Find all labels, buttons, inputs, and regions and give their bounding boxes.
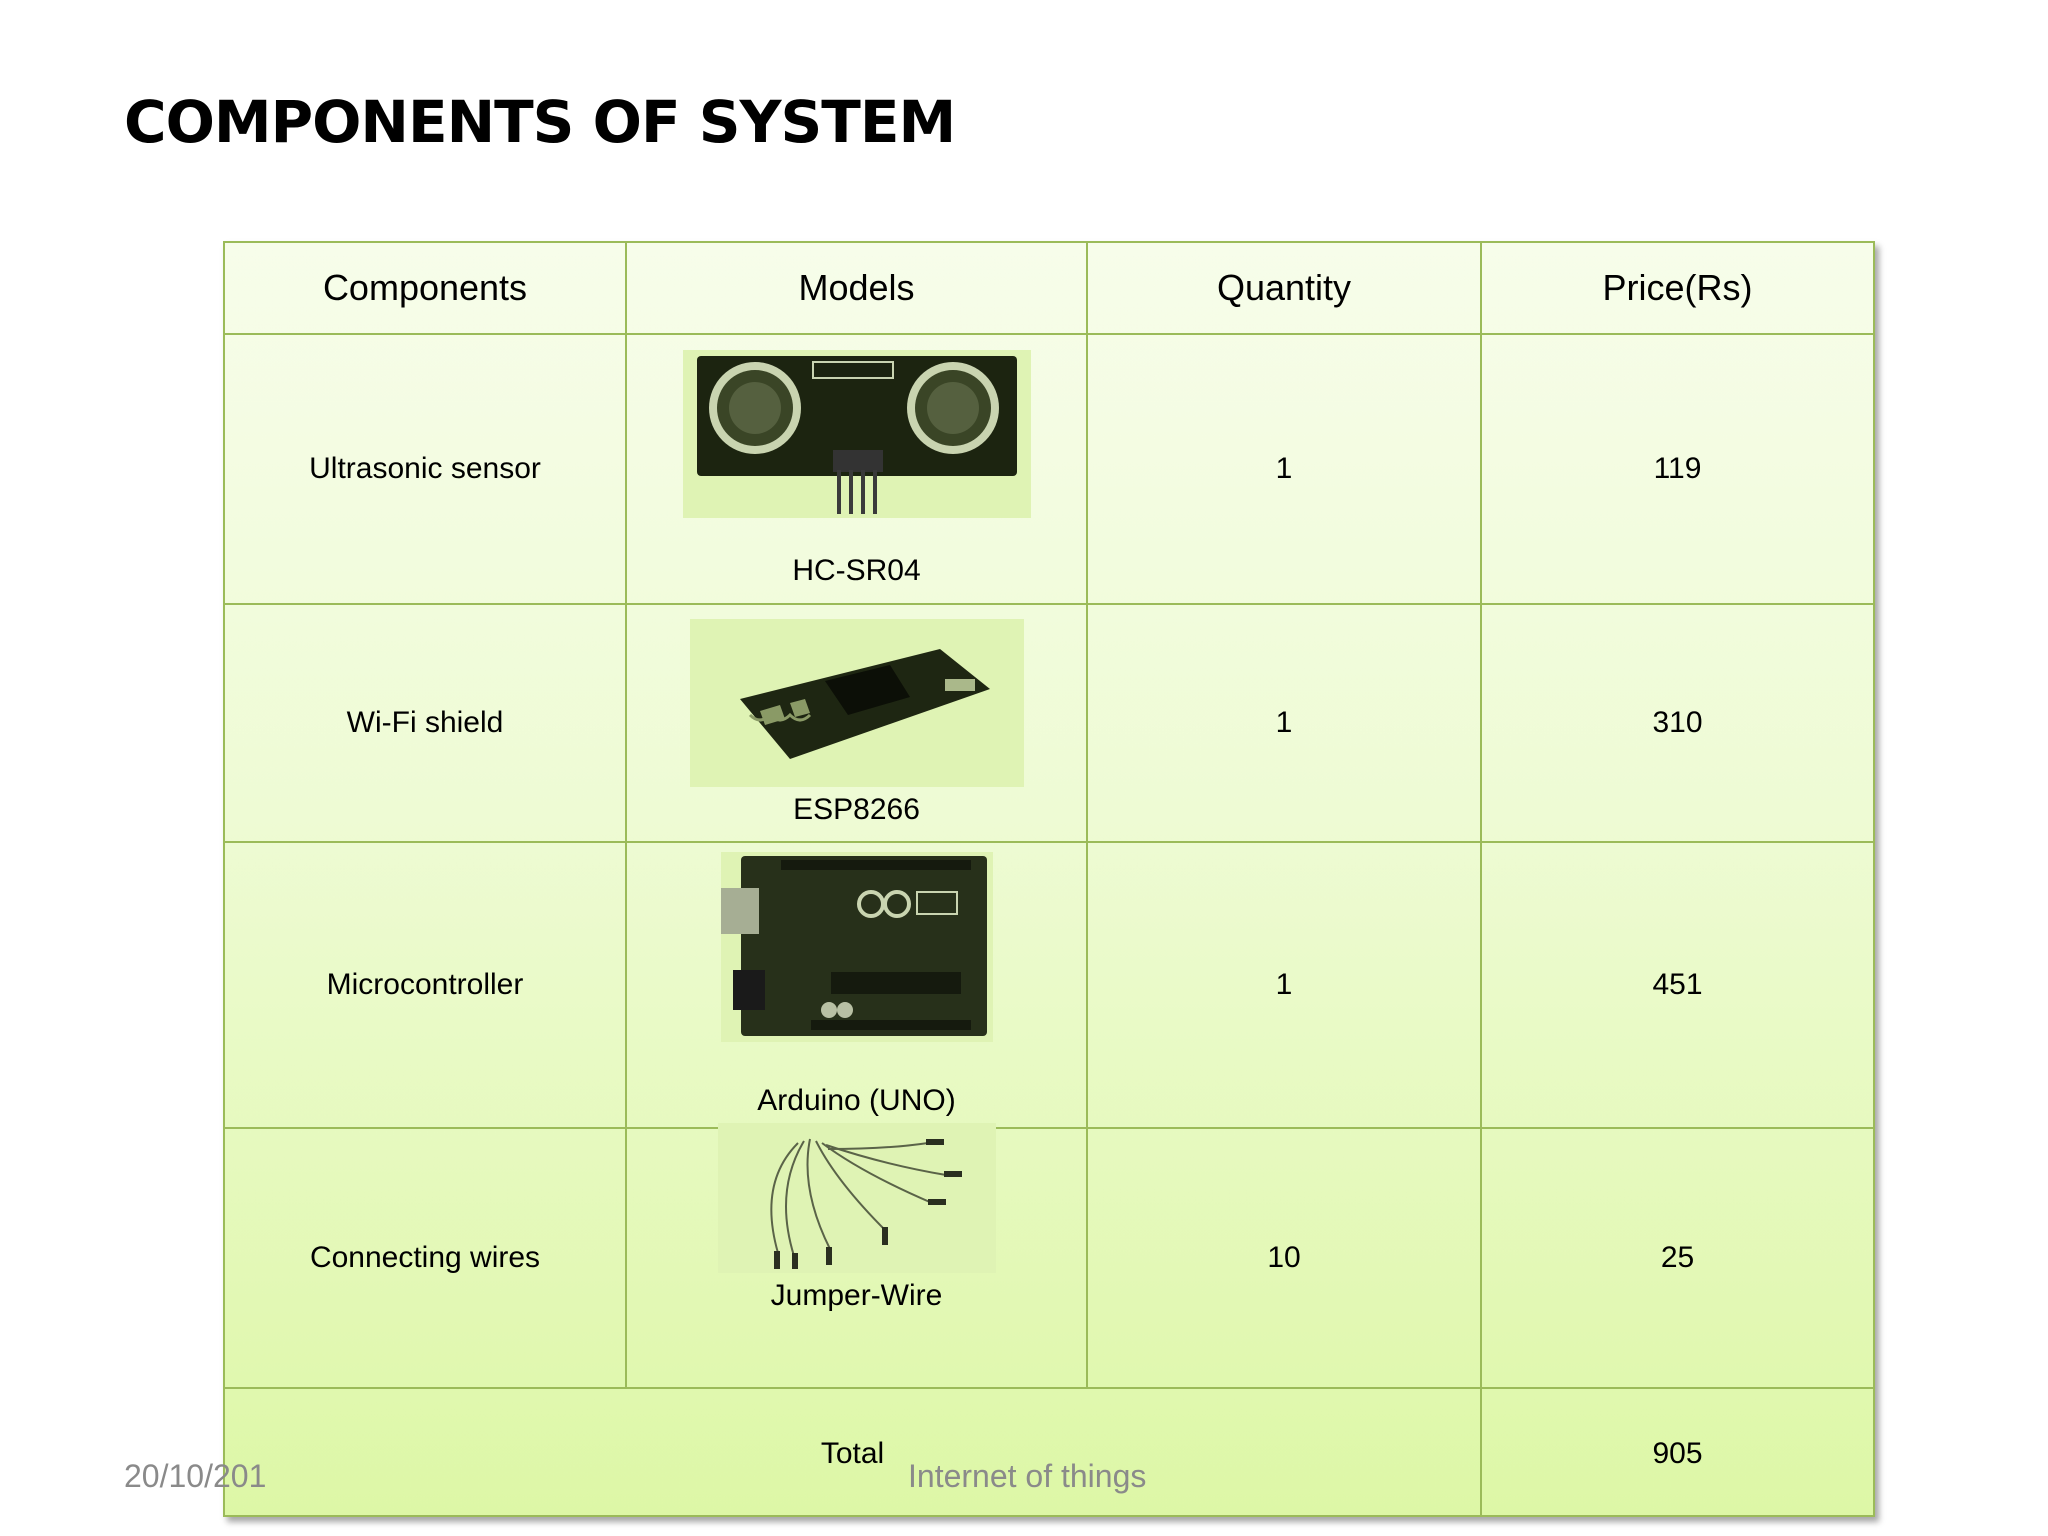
model-cell: Arduino (UNO) [625, 841, 1088, 1129]
total-label: Total [223, 1387, 1482, 1517]
component-name: Wi-Fi shield [223, 603, 627, 843]
header-price: Price(Rs) [1480, 241, 1875, 335]
footer-subject: Internet of things [908, 1458, 1147, 1494]
component-name: Microcontroller [223, 841, 627, 1129]
ultrasonic-sensor-photo [682, 350, 1031, 518]
price-value: 310 [1480, 603, 1875, 843]
table-row: Connecting wires [223, 1123, 1875, 1389]
table-row: Microcontroller [223, 841, 1875, 1129]
model-name: Jumper-Wire [770, 1279, 943, 1312]
model-cell: Jumper-Wire [625, 1123, 1088, 1389]
quantity-value: 1 [1086, 603, 1482, 843]
total-price: 905 [1480, 1387, 1875, 1517]
components-table: Components Models Quantity Price(Rs) Ult… [223, 241, 1875, 1517]
header-models: Models [625, 241, 1088, 335]
quantity-value: 1 [1086, 841, 1482, 1129]
model-name: ESP8266 [793, 793, 920, 826]
model-cell: HC-SR04 [625, 333, 1088, 605]
price-value: 119 [1480, 333, 1875, 605]
price-value: 451 [1480, 841, 1875, 1129]
header-quantity: Quantity [1086, 241, 1482, 335]
slide-title: COMPONENTS OF SYSTEM [124, 88, 956, 156]
arduino-board-photo [720, 852, 993, 1042]
table-row: Ultrasonic sensor [223, 333, 1875, 605]
component-name: Connecting wires [223, 1127, 627, 1389]
quantity-value: 1 [1086, 333, 1482, 605]
component-name: Ultrasonic sensor [223, 333, 627, 605]
wifi-module-photo [689, 619, 1024, 787]
quantity-value: 10 [1086, 1127, 1482, 1389]
price-value: 25 [1480, 1127, 1875, 1389]
model-name: HC-SR04 [792, 554, 921, 587]
table-header-row: Components Models Quantity Price(Rs) [223, 241, 1875, 335]
total-row: Total 905 [223, 1387, 1875, 1517]
header-components: Components [223, 241, 627, 335]
table-row: Wi-Fi shield ESP8266 1 310 [223, 603, 1875, 843]
footer-date: 20/10/201 [124, 1458, 267, 1494]
model-cell: ESP8266 [625, 603, 1088, 843]
jumper-wires-photo [717, 1123, 996, 1273]
model-name: Arduino (UNO) [757, 1084, 956, 1117]
